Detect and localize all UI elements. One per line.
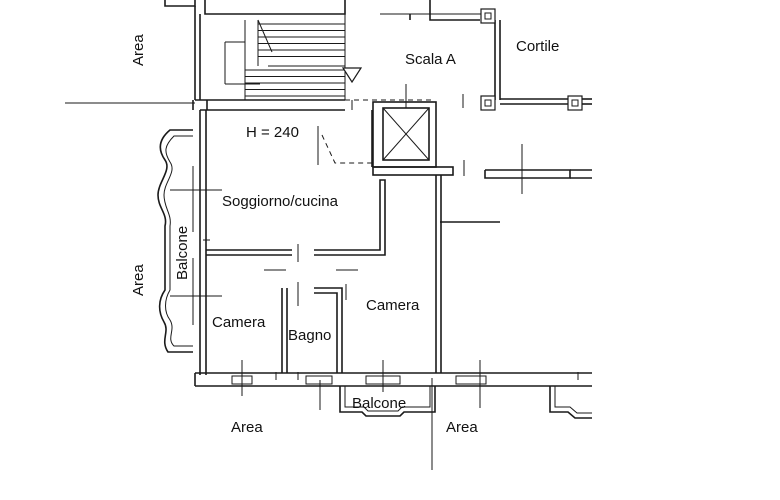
right-wall-fragment [440,144,592,223]
area-label-mid-left: Area [130,264,147,296]
scala-label: Scala A [405,51,456,68]
left-wall-windows [170,166,222,325]
camera-right-label: Camera [366,297,420,314]
corridor-walls [65,94,464,111]
area-label-bottom-left: Area [231,419,263,436]
stair-treads [245,23,345,97]
area-label-bottom-right: Area [446,419,478,436]
left-balcony [157,129,193,353]
bottom-windows [231,360,487,410]
soggiorno-label: Soggiorno/cucina [222,193,339,210]
bottom-right-fragment [549,386,592,419]
interior-partitions [206,179,386,373]
cortile-label: Cortile [516,38,559,55]
bottom-balcony [339,378,436,470]
structural-columns [480,8,592,111]
misc-marks [275,372,579,380]
staircase [224,14,346,100]
camera-left-label: Camera [212,314,266,331]
balcone-label-side: Balcone [174,226,191,280]
height-label: H = 240 [246,124,299,141]
balcone-label-bottom: Balcone [352,395,406,412]
top-building-outline [164,0,501,100]
lift-shaft [372,84,454,176]
apartment-walls [194,110,592,387]
bagno-label: Bagno [288,327,331,344]
area-label-top-left: Area [130,34,147,66]
height-marker [317,67,372,165]
